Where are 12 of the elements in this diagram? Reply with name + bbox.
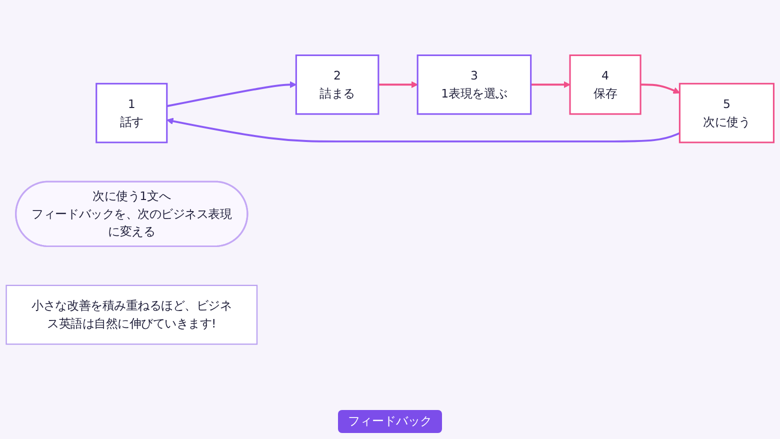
arrow xyxy=(640,84,680,94)
arrow xyxy=(166,118,680,143)
node-box: 小さな改善を積み重ねるほど、ビジネス英語は自然に伸びていきます! xyxy=(6,285,258,346)
node-box: 5 次に使う xyxy=(678,83,774,144)
node-box: 3 1表現を選ぶ xyxy=(416,54,532,116)
node-box: 2 詰まる xyxy=(295,54,380,116)
arrow xyxy=(378,81,418,88)
panel-heading: フィードバック xyxy=(338,410,442,433)
arrow xyxy=(166,81,296,108)
node-box: 1 話す xyxy=(96,83,168,144)
arrow xyxy=(530,81,570,88)
node-box: 4 保存 xyxy=(569,54,642,116)
